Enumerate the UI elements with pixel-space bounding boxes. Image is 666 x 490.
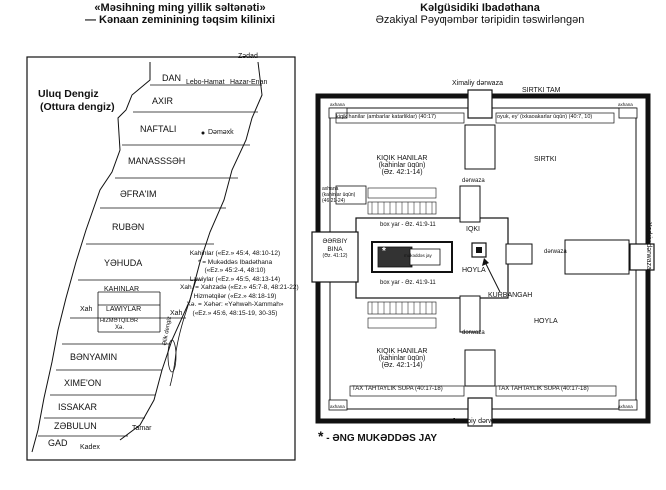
corner-kitchen-nw: axhana [330,102,345,107]
tribe-ximeon: XIME'ON [64,378,102,388]
inner-gate-north-label: dərwaza [462,178,485,184]
oyuk-label: oyuk, ey' (ixkaoakarlar ūqūn) (40:7, 10) [497,114,593,120]
kadex-label: Kadex [80,444,100,451]
holy-district [70,291,186,333]
north-gate-label: Ximaliy dərwaza [452,80,503,87]
outer-court-label: SIRTKI [534,156,557,163]
south-gate [467,397,493,427]
temple-building [371,241,453,273]
small-rooms-label: kiqik hanilar (ambarlar katarliklar) (40… [336,114,436,120]
altar-label: KURBANGAH [488,292,533,299]
corner-kitchen-ne: axhana [618,102,633,107]
lebo-label: Lebo-Hamat [186,79,225,86]
tribe-benyamin: BƏNYAMIN [70,352,118,362]
damascus-label: Dəməxk [208,129,234,136]
tribe-efraim: ƏFRA'IM [120,189,157,199]
tribe-dan: DAN [162,73,182,83]
xah-label-east: Xah [170,310,183,317]
tribe-ruben: RUBƏN [112,222,145,232]
east-gate-label: Xərkiy dərwaza [645,222,652,270]
temple-title-line1: Kəlgüsidiki Ibadəthana [420,2,540,14]
tamar-label: Tamar [132,425,152,432]
inner-gate-south [459,295,481,333]
south-gate-label: Janubiy dərwaza [452,418,505,425]
coastline [31,62,151,453]
corner-kitchen-se: axhana [618,404,633,409]
xah-label: Xah [80,306,93,313]
legend-text: - ƏNG MUKƏDDƏS JAY [326,433,438,444]
box-top-label: box yar - Əz. 41:9-11 [380,222,436,228]
legend-star: * [318,428,324,444]
holy-star: * [382,246,386,257]
pavement-right-label: TAX TAHTAYLIK SUPA (40:17-18) [498,386,589,392]
temple-legend: * - ƏNG MUKƏDDƏS JAY [318,428,437,444]
tribe-zebulun: ZƏBULUN [54,421,97,431]
dead-sea [167,339,177,373]
kitchen-left-label: axhana (kahinlar ūqūn) (46:21-24) [322,186,356,204]
map-title-line1: «Məsihning ming yillik səltənəti» [94,2,266,14]
sea-sub-label: (Ottura dengiz) [40,101,115,113]
inner-gate-south-label: dərwaza [462,330,485,336]
tribe-boundaries [38,84,262,437]
inner-gate-east-label: dərwaza [544,249,567,255]
west-building [311,231,359,283]
tribe-gad: GAD [48,438,68,448]
pavement-left-label: TAX TAHTAYLIK SUPA (40:17-18) [352,386,443,392]
tribe-manasseh: MANASSSƏH [128,156,186,166]
tribe-issakar: ISSAKAR [58,402,98,412]
outer-court-lower-label: HOYLA [534,318,558,325]
map-title-line2: — Kənaan zeminining təqsim kilinixi [84,14,276,26]
tribe-naftali: NAFTALI [140,124,177,134]
map-frame [26,56,296,461]
map-title: «Məsihning ming yillik səltənəti» — Kəna… [75,2,285,26]
altar-arrow [483,259,501,293]
east-border [119,61,263,441]
temple-title-line2: Əzakiyal Pəyƣəmbər təripidin təswirləngə… [375,14,585,26]
xe-label: Xə. [115,325,125,331]
tribe-yehuda: YƏHUDA [104,258,143,268]
sea-label: Uluq Dengiz [38,88,99,100]
kahinlar-label: KAHINLAR [104,286,140,293]
inner-gate-north [459,185,481,223]
hatching [371,202,433,314]
north-gate [467,89,493,119]
west-building-label: ƏƏRBIY BINA (Əz. 41:12) [322,238,348,259]
corner-kitchen-sw: axhana [330,404,345,409]
map-legend: Kahinlar («Ez.» 45:4, 48:10-12) * = Mukə… [180,250,299,317]
lower-rooms-label: KIQIK HANILAR (kahinlar ūqūn) (Əz. 42:1-… [376,348,428,369]
east-gate [629,243,655,271]
upper-rooms-label: KIQIK HANILAR (kahinlar ūqūn) (Əz. 42:1-… [376,155,428,176]
lawiylar-label: LAWIYLAR [106,306,142,313]
holy-label: mukəddəs jay [404,253,432,258]
inner-gate-east [505,243,533,265]
damascus-dot [201,131,205,135]
tribe-axir: AXIR [152,96,174,106]
hizmetchiler-label: HIZMƏTQILƏR [100,318,138,324]
inner-label: IQKI [466,226,481,233]
inner-court-label: HOYLA [462,267,486,274]
hazar-label: Hazar-Enan [230,79,268,86]
outer-wall-label: SIRTKI TAM [522,87,561,94]
zadad-label: Zədad [238,53,258,60]
box-bottom-label: box yar - Əz. 41:9-11 [380,280,436,286]
temple-title: Kəlgüsidiki Ibadəthana Əzakiyal Pəyƣəmbə… [360,2,600,26]
